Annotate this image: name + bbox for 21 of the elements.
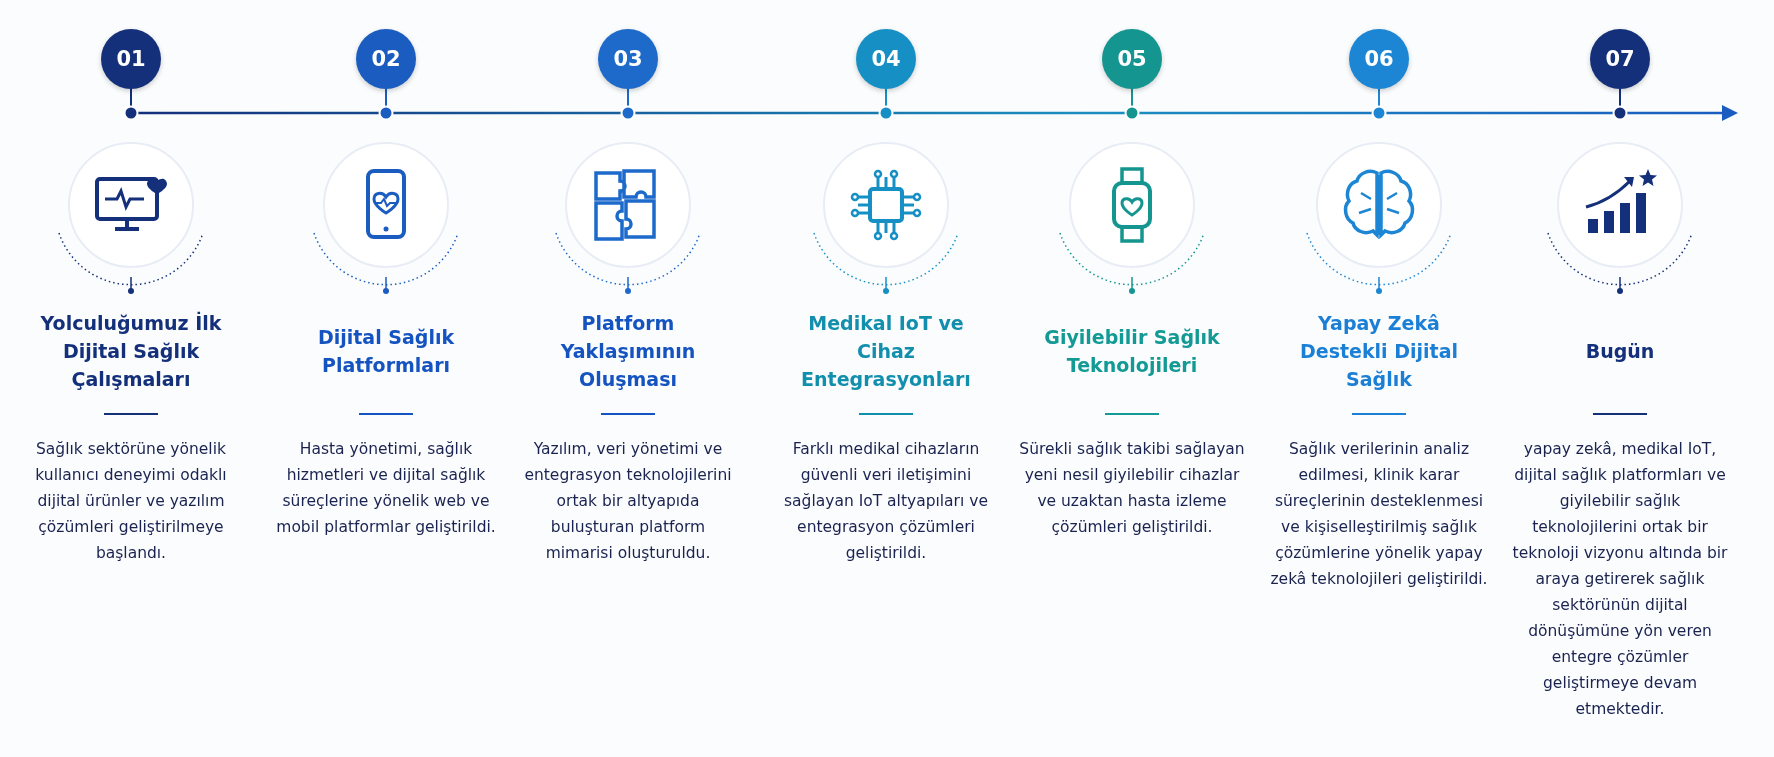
step-heading: Bugün xyxy=(1585,339,1655,364)
step-description: Hasta yönetimi, sağlık hizmetleri ve dijital sağlık süreçlerine yönelik web ve mobil platformlar geliştirildi. xyxy=(275,439,497,538)
step-heading: Yapay Zekâ Destekli Dijital Sağlık xyxy=(1299,311,1459,392)
step-description: yapay zekâ, medikal IoT, dijital sağlık platformları ve giyilebilir sağlık teknolojilerini ortak bir teknoloji vizyonu altında bir araya getirerek sağlık sektörünün dijital dönüşümüne yön veren entegre çözümler geliştirmeye devam etmektedir. xyxy=(1511,439,1729,720)
step-heading: Yolculuğumuz İlk Dijital Sağlık Çalışmaları xyxy=(39,310,223,392)
step-description: Sağlık sektörüne yönelik kullanıcı deneyimi odaklı dijital ürünler ve yazılım çözümleri geliştirilmeye başlandı. xyxy=(34,439,228,564)
step-heading: Dijital Sağlık Platformları xyxy=(316,325,456,378)
step-number-badge: 07 xyxy=(1590,29,1650,89)
step-heading: Platform Yaklaşımının Oluşması xyxy=(559,311,697,392)
step-heading: Giyilebilir Sağlık Teknolojileri xyxy=(1043,325,1221,378)
step-number-badge: 04 xyxy=(856,29,916,89)
step-number-badge: 02 xyxy=(356,29,416,89)
step-description: Sağlık verilerinin analiz edilmesi, klinik karar süreçlerinin desteklenmesi ve kişiselleştirilmiş sağlık çözümlerine yönelik yapay zekâ teknolojileri geliştirildi. xyxy=(1269,439,1489,590)
step-number-badge: 03 xyxy=(598,29,658,89)
step-description: Yazılım, veri yönetimi ve entegrasyon teknolojilerini ortak bir altyapıda buluşturan platform mimarisi oluşturuldu. xyxy=(523,439,733,564)
step-description: Farklı medikal cihazların güvenli veri iletişimini sağlayan IoT altyapıları ve entegrasyon çözümleri geliştirildi. xyxy=(783,439,989,564)
step-description: Sürekli sağlık takibi sağlayan yeni nesil giyilebilir cihazlar ve uzaktan hasta izleme çözümleri geliştirildi. xyxy=(1019,439,1245,538)
step-number-badge: 05 xyxy=(1102,29,1162,89)
step-number-badge: 01 xyxy=(101,29,161,89)
step-number-badge: 06 xyxy=(1349,29,1409,89)
step-heading: Medikal IoT ve Cihaz Entegrasyonları xyxy=(800,311,972,392)
